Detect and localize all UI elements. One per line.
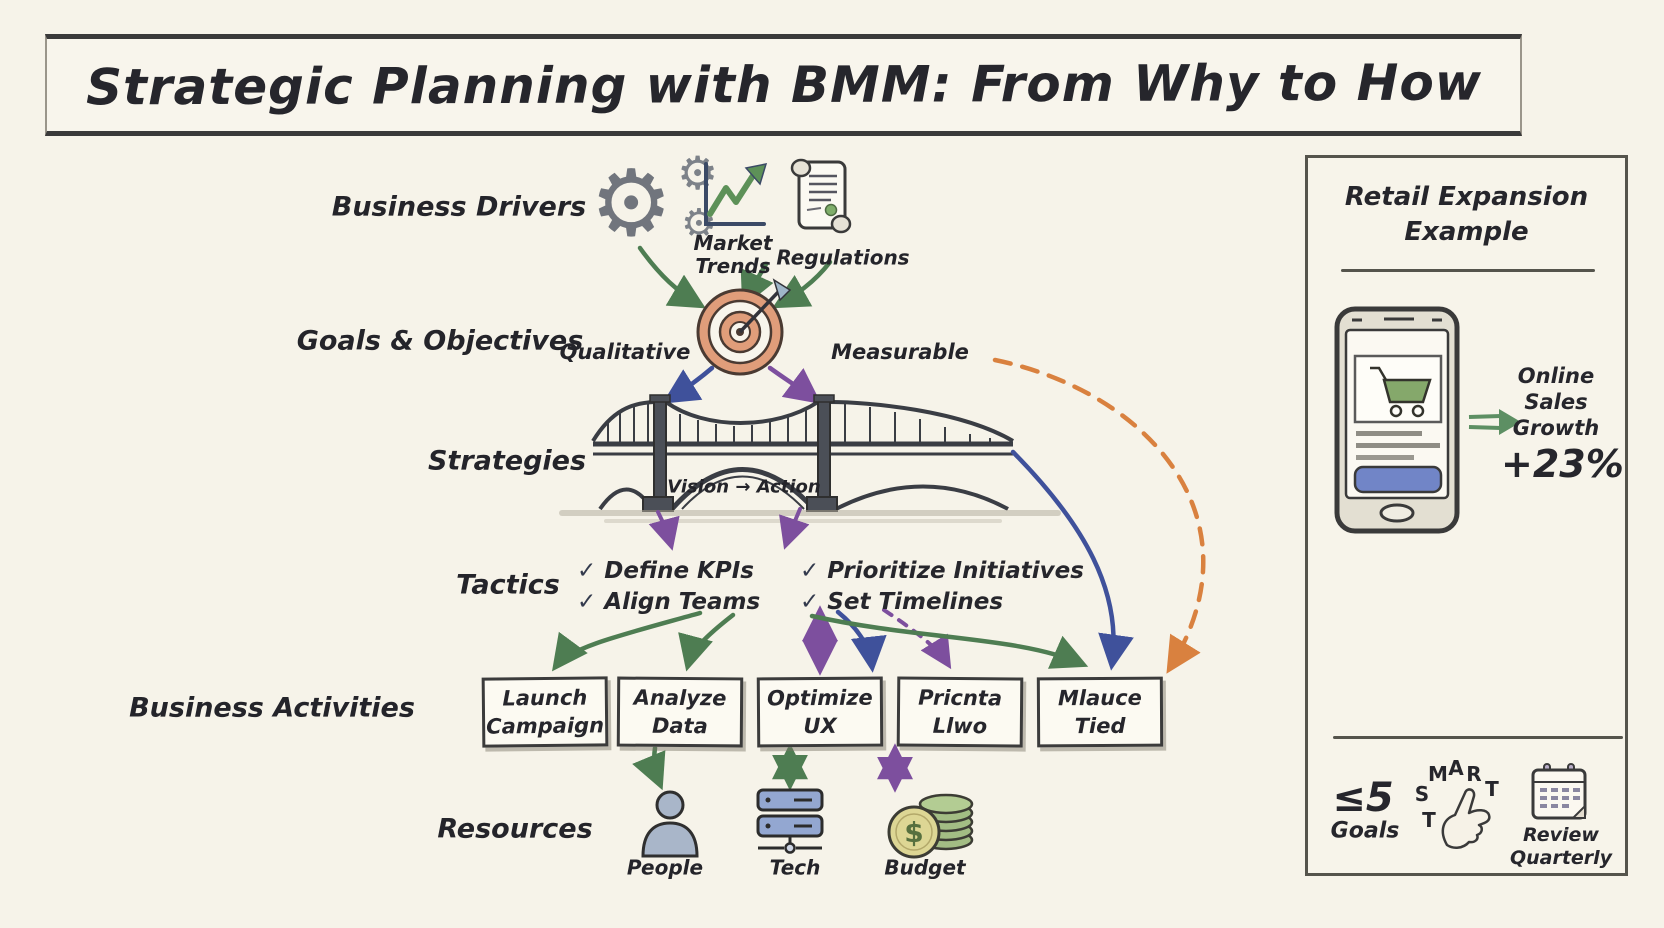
goals-limit-value: ≤5 <box>1332 775 1394 821</box>
phone-icon <box>1334 306 1460 534</box>
regulations-icon <box>790 158 852 234</box>
label-tactics: Tactics <box>456 569 560 601</box>
budget-label: Budget <box>884 855 966 880</box>
check-icon: ✓ <box>577 589 597 615</box>
label-strategies: Strategies <box>427 445 587 477</box>
smart-letter: T <box>1422 808 1436 832</box>
check-icon: ✓ <box>800 558 820 584</box>
tactic-item: ✓Prioritize Initiatives <box>800 558 1084 584</box>
person-icon <box>641 790 699 858</box>
tactic-item: ✓Align Teams <box>577 589 761 615</box>
hand-icon <box>1441 788 1491 849</box>
label-business-activities: Business Activities <box>129 692 415 724</box>
tech-label: Tech <box>769 855 821 880</box>
people-label: People <box>626 855 704 880</box>
title-underline <box>1341 269 1595 272</box>
label-goals-objectives: Goals & Objectives <box>296 325 584 357</box>
tactics-column-2: ✓Prioritize Initiatives ✓Set Timelines <box>800 556 1084 618</box>
market-trends-icon <box>704 162 768 226</box>
goals-limit-label: Goals <box>1330 818 1400 844</box>
smart-letter: A <box>1448 756 1464 780</box>
review-cadence-line1: Review <box>1523 824 1599 846</box>
qualitative-label: Qualitative <box>559 340 691 364</box>
metric-online-sales-growth: Online Sales Growth +23% <box>1501 364 1624 486</box>
measurable-label: Measurable <box>831 340 969 364</box>
activity-box: Optimize UX <box>756 676 884 748</box>
server-icon <box>756 788 824 854</box>
label-business-drivers: Business Drivers <box>331 191 587 223</box>
coins-icon: $ <box>887 793 974 859</box>
gears-icon: ⚙ ⚙ ⚙ <box>590 146 719 257</box>
footer-divider <box>1333 736 1623 739</box>
tactic-item: ✓Define KPIs <box>577 558 754 584</box>
smart-letter: S <box>1414 782 1430 806</box>
activity-box: Pricnta Llwo <box>896 676 1024 748</box>
side-panel-title: Retail Expansion Example <box>1344 182 1589 247</box>
review-cadence-line2: Quarterly <box>1509 847 1613 869</box>
side-panel: Retail Expansion Example <box>1305 155 1628 876</box>
page-title: Strategic Planning with BMM: From Why to… <box>85 53 1482 117</box>
check-icon: ✓ <box>577 558 597 584</box>
activity-box: Mlauce Tied <box>1036 676 1164 748</box>
smart-letter: R <box>1466 762 1482 786</box>
tactic-item: ✓Set Timelines <box>800 589 1004 615</box>
growth-arrow-icon <box>1468 409 1521 435</box>
tactics-column-1: ✓Define KPIs ✓Align Teams <box>577 556 760 618</box>
title-banner: Strategic Planning with BMM: From Why to… <box>45 34 1522 136</box>
calendar-icon <box>1531 763 1587 820</box>
market-trends-label: Market Trends <box>693 231 773 278</box>
label-resources: Resources <box>437 813 593 845</box>
metric-value: +23% <box>1501 442 1624 486</box>
smart-letter: T <box>1485 777 1499 801</box>
check-icon: ✓ <box>800 589 820 615</box>
target-icon <box>696 278 792 376</box>
activity-box: Launch Campaign <box>481 676 609 748</box>
bridge-caption: Vision → Action <box>667 476 821 498</box>
activity-box: Analyze Data <box>616 676 744 748</box>
smart-letter: M <box>1428 762 1448 786</box>
dollar-sign: $ <box>904 816 923 849</box>
regulations-label: Regulations <box>776 245 910 270</box>
